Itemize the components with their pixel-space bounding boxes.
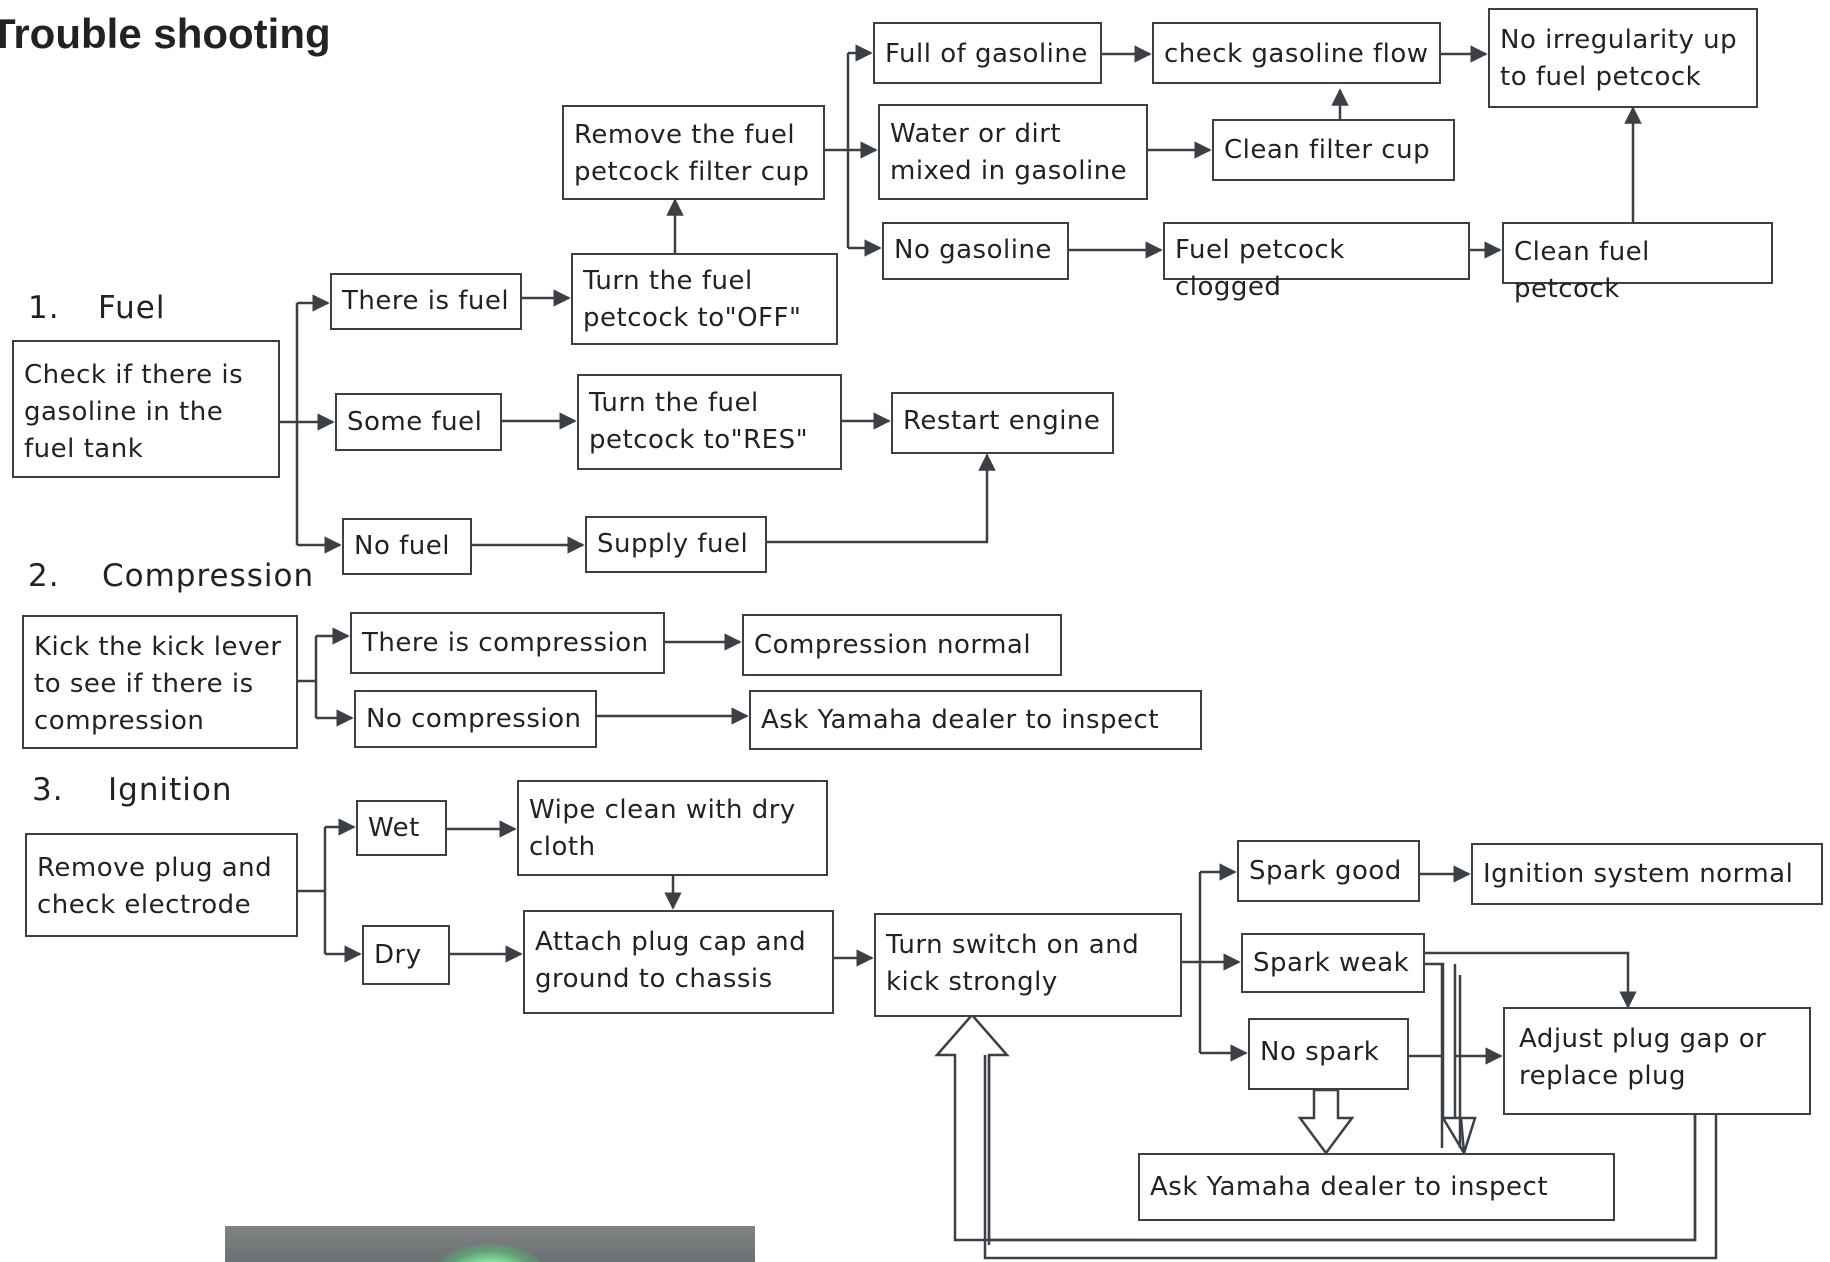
section-fuel-number: 1. [28,290,60,326]
node-supply-fuel: Supply fuel [585,516,767,573]
diagram-title: Trouble shooting [0,10,331,57]
node-check-gasoline-flow: check gasoline flow [1152,22,1441,84]
node-adjust-plug-gap: Adjust plug gap or replace plug [1503,1007,1811,1115]
node-some-fuel: Some fuel [335,393,502,451]
section-fuel-title: Fuel [98,290,166,326]
node-there-is-fuel: There is fuel [330,273,522,330]
node-turn-fuel-off: Turn the fuel petcock to"OFF" [571,253,838,345]
node-kick-lever: Kick the kick lever to see if there is c… [22,615,298,749]
node-turn-switch-kick: Turn switch on and kick strongly [874,913,1182,1017]
node-restart-engine: Restart engine [891,392,1114,454]
node-no-gasoline: No gasoline [882,222,1069,280]
section-compression-title: Compression [102,558,315,594]
section-ignition-number: 3. [32,772,64,808]
node-spark-weak: Spark weak [1241,933,1425,993]
node-no-compression: No compression [354,690,597,748]
node-ask-dealer-compression: Ask Yamaha dealer to inspect [749,690,1202,750]
node-wipe-clean: Wipe clean with dry cloth [517,780,828,876]
photo-fragment [225,1226,755,1262]
node-spark-good: Spark good [1237,840,1420,902]
node-ignition-system-normal: Ignition system normal [1471,843,1823,905]
node-attach-plug-cap: Attach plug cap and ground to chassis [523,910,834,1014]
node-full-of-gasoline: Full of gasoline [873,22,1102,84]
node-clean-fuel-petcock: Clean fuel petcock [1502,222,1773,304]
node-clean-filter-cup: Clean filter cup [1212,119,1455,181]
node-fuel-petcock-clogged: Fuel petcock clogged [1163,222,1470,302]
node-dry: Dry [362,925,450,985]
node-remove-plug: Remove plug and check electrode [25,833,298,937]
node-check-gasoline: Check if there is gasoline in the fuel t… [12,340,280,478]
node-remove-filter-cup: Remove the fuel petcock filter cup [562,105,825,200]
node-compression-normal: Compression normal [742,614,1062,676]
node-there-is-compression: There is compression [350,612,665,674]
node-water-or-dirt: Water or dirt mixed in gasoline [878,104,1148,200]
node-no-spark: No spark [1248,1018,1409,1090]
node-turn-fuel-res: Turn the fuel petcock to"RES" [577,374,842,470]
node-no-fuel: No fuel [342,518,472,575]
node-ask-dealer-ignition: Ask Yamaha dealer to inspect [1138,1153,1615,1221]
node-no-irregularity: No irregularity up to fuel petcock [1488,8,1758,108]
section-compression-number: 2. [28,558,60,594]
node-wet: Wet [356,800,447,856]
light-glow [435,1244,545,1262]
section-ignition-title: Ignition [108,772,233,808]
